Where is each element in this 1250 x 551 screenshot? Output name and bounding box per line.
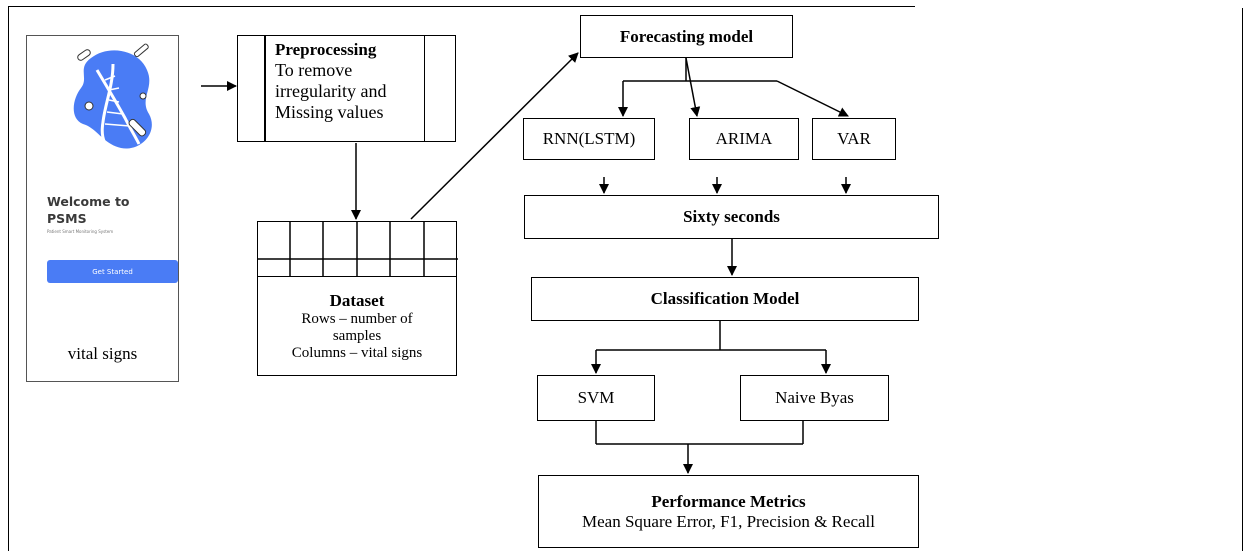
phone-welcome: Welcome to PSMS xyxy=(47,193,167,227)
performance-line-1: Mean Square Error, F1, Precision & Recal… xyxy=(582,511,875,531)
classification-title: Classification Model xyxy=(650,289,800,308)
welcome-line-1: Welcome to xyxy=(47,194,130,209)
svm-box: SVM xyxy=(537,375,655,421)
dataset-line-1: Rows – number of xyxy=(301,310,413,327)
phone-mockup: Welcome to PSMS Patient Smart Monitoring… xyxy=(26,35,179,382)
forecasting-title: Forecasting model xyxy=(619,26,754,46)
svm-label: SVM xyxy=(577,388,615,407)
rnn-label: RNN(LSTM) xyxy=(542,129,636,148)
pre-left-bar xyxy=(264,36,266,141)
arima-label: ARIMA xyxy=(715,129,773,148)
naive-bayes-box: Naive Byas xyxy=(740,375,889,421)
welcome-line-2: PSMS xyxy=(47,211,87,226)
preprocessing-box: Preprocessing To remove irregularity and… xyxy=(237,35,456,142)
frame-gap xyxy=(915,4,1245,8)
dna-illustration xyxy=(73,43,152,149)
performance-title: Performance Metrics xyxy=(651,491,806,511)
dataset-line-2: samples xyxy=(332,327,382,344)
dataset-line-3: Columns – vital signs xyxy=(291,344,423,361)
preprocessing-line-2: irregularity and xyxy=(275,81,387,101)
sixty-seconds-title: Sixty seconds xyxy=(683,207,780,226)
naive-bayes-label: Naive Byas xyxy=(775,388,854,407)
classification-box: Classification Model xyxy=(531,277,919,321)
performance-box: Performance Metrics Mean Square Error, F… xyxy=(538,475,919,548)
pre-right-bar xyxy=(423,36,425,141)
get-started-button[interactable]: Get Started xyxy=(47,260,178,283)
var-box: VAR xyxy=(812,118,896,160)
dataset-title: Dataset xyxy=(329,290,385,310)
figure-frame xyxy=(8,6,1243,551)
forecasting-box: Forecasting model xyxy=(580,15,793,58)
preprocessing-line-3: Missing values xyxy=(275,102,384,122)
arima-box: ARIMA xyxy=(689,118,799,160)
preprocessing-title: Preprocessing xyxy=(275,40,377,59)
sixty-seconds-box: Sixty seconds xyxy=(524,195,939,239)
dataset-box: Dataset Rows – number of samples Columns… xyxy=(257,276,457,376)
rnn-box: RNN(LSTM) xyxy=(523,118,655,160)
var-label: VAR xyxy=(837,129,871,148)
dataset-grid-lines xyxy=(258,222,458,278)
preprocessing-line-1: To remove xyxy=(275,60,353,80)
dataset-grid xyxy=(257,221,458,278)
phone-subtitle: Patient Smart Monitoring System xyxy=(47,229,114,234)
phone-caption: vital signs xyxy=(67,344,138,363)
